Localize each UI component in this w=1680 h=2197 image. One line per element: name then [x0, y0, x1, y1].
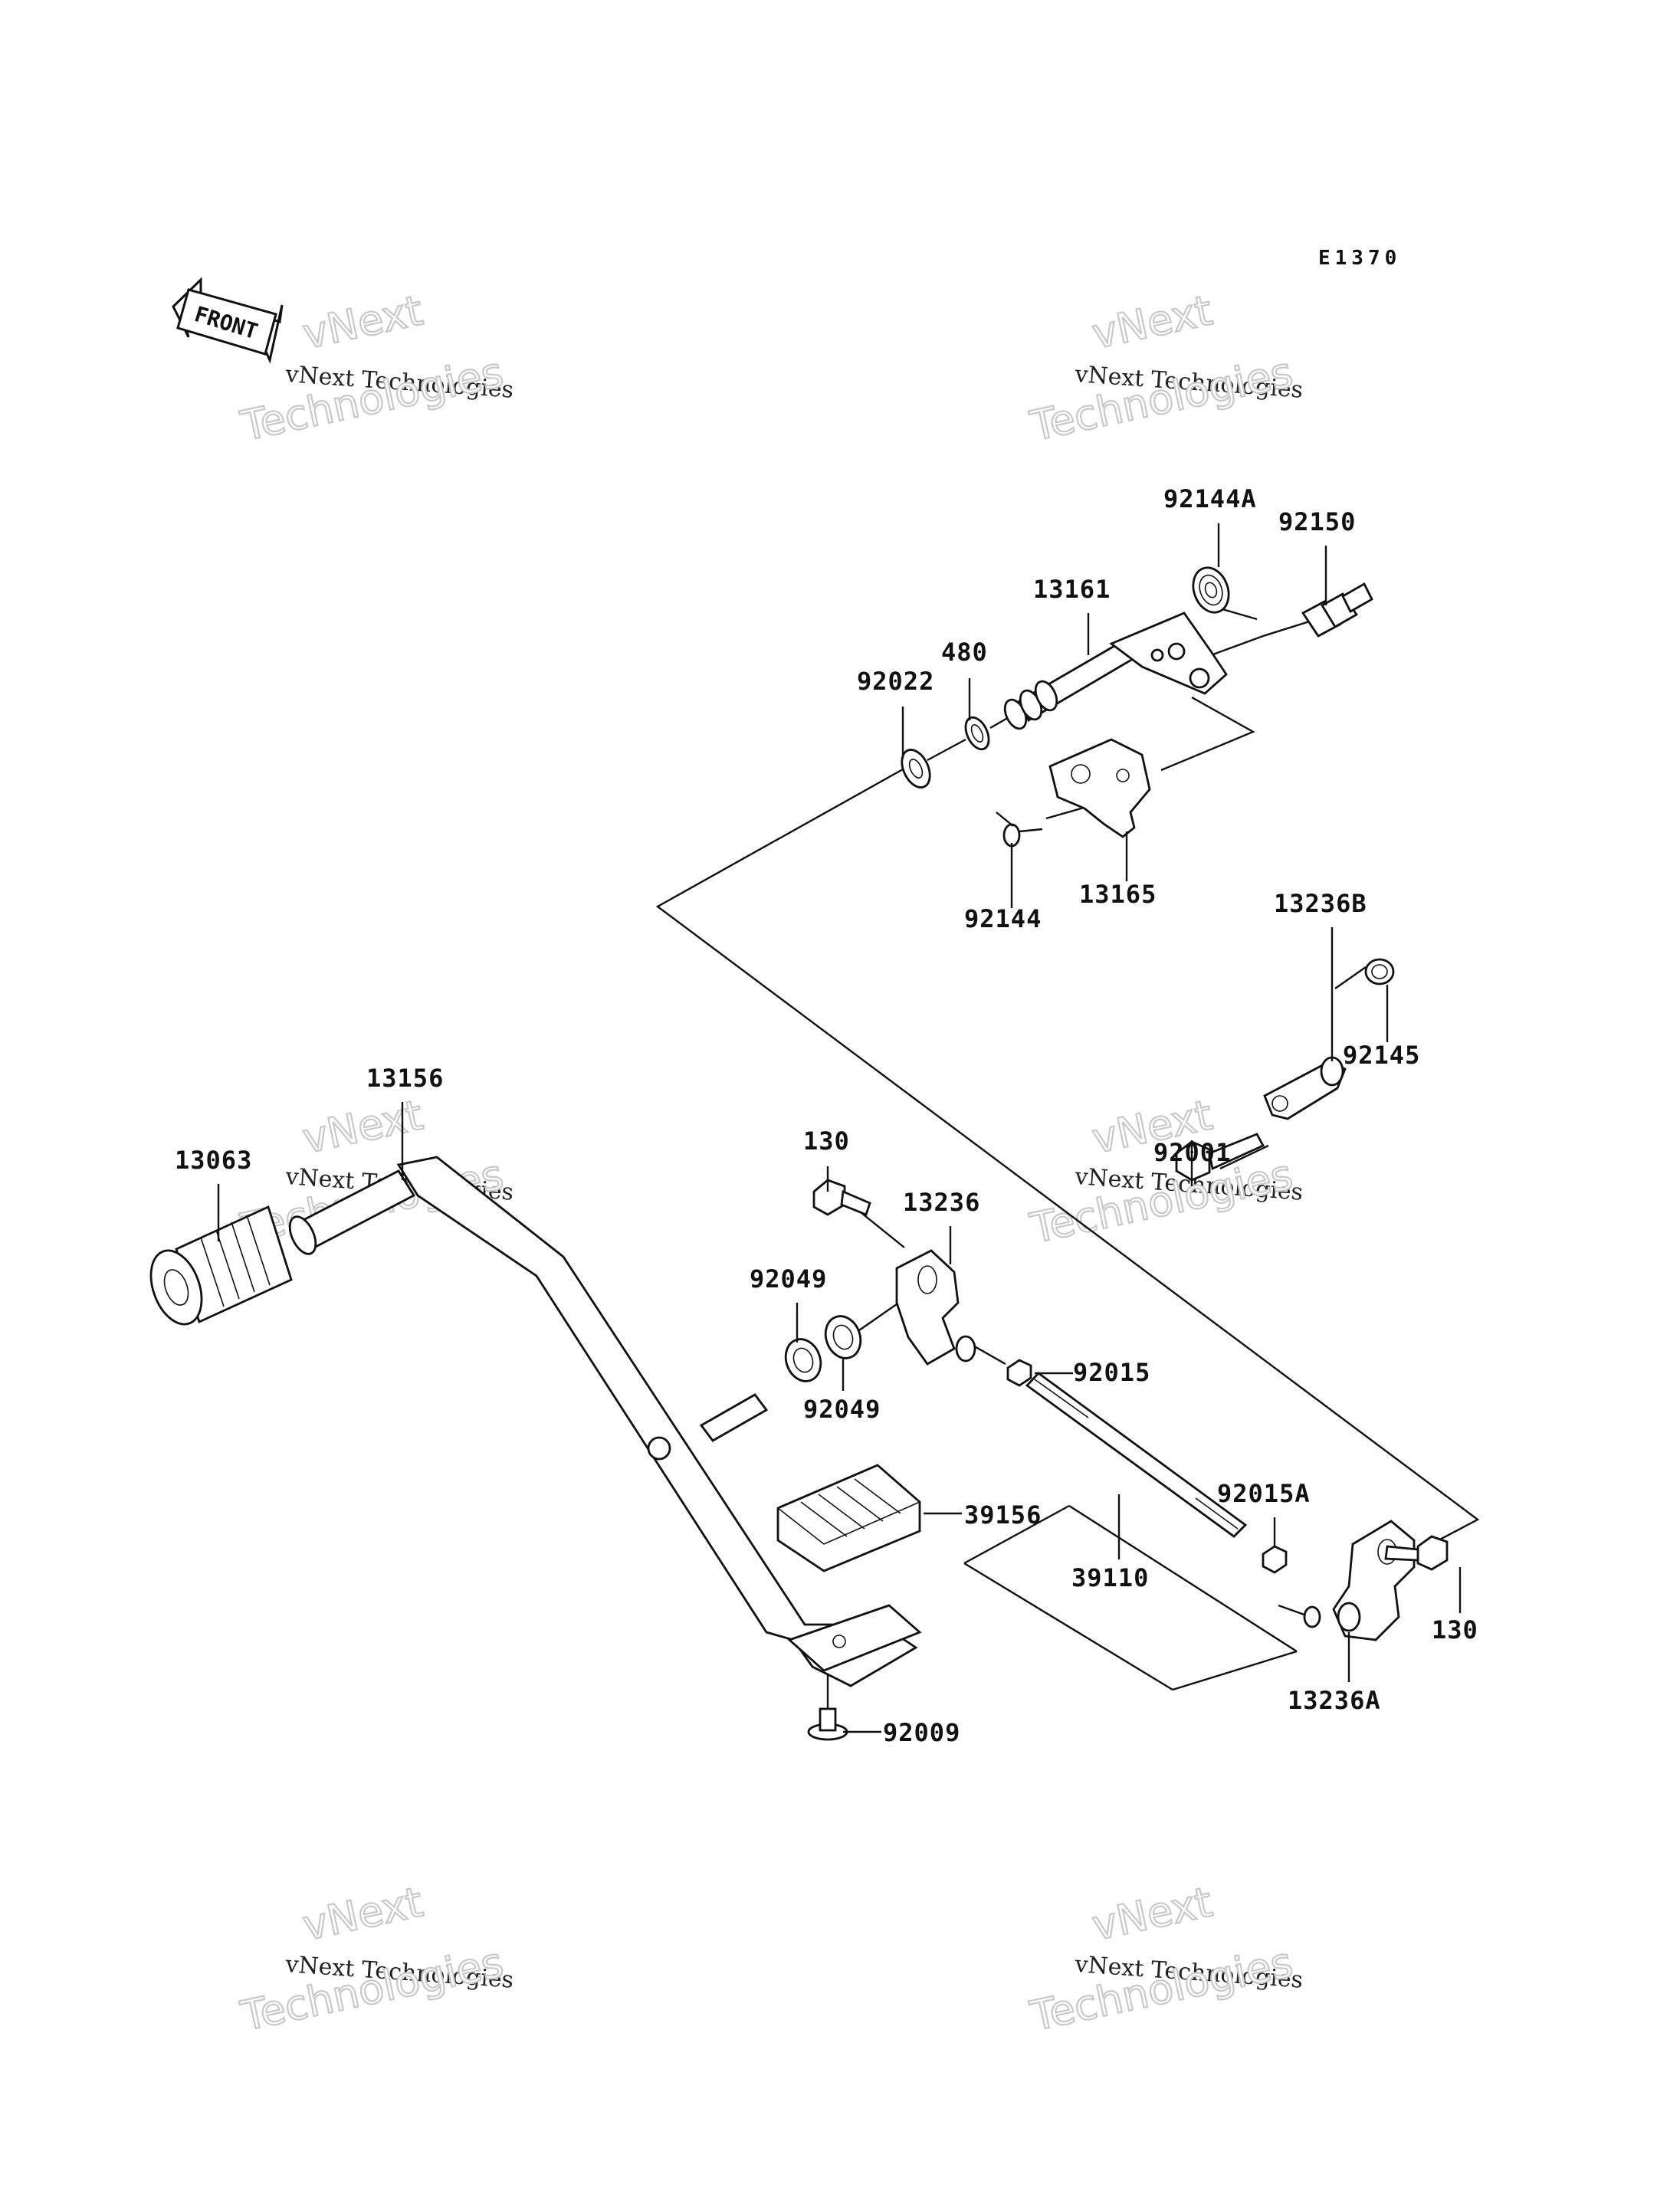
label-13063: 13063: [175, 1146, 252, 1175]
label-92150: 92150: [1278, 507, 1356, 536]
label-13236B: 13236B: [1274, 889, 1367, 918]
pin-bolt-92150: [1301, 582, 1373, 638]
svg-text:Technologies: Technologies: [1026, 348, 1297, 451]
label-13161: 13161: [1033, 575, 1111, 604]
svg-text:Technologies: Technologies: [237, 348, 507, 451]
front-arrow-icon: FRONT: [172, 277, 284, 364]
spring-92145: [1364, 958, 1395, 985]
watermark-top-left: vNext vNext Technologies Technologies: [236, 285, 515, 451]
label-13236: 13236: [903, 1188, 980, 1217]
spring-92144A: [1192, 566, 1258, 621]
svg-text:vNext: vNext: [1088, 1877, 1216, 1949]
foot-rubber-13063: [149, 1205, 293, 1326]
label-13236A: 13236A: [1288, 1686, 1381, 1715]
oil-seal-92049-a: [784, 1338, 822, 1382]
lever-13236B: [1263, 1056, 1347, 1120]
shift-shaft-13161: [1003, 612, 1228, 730]
tie-rod-39110: [1025, 1372, 1248, 1538]
label-92009: 92009: [883, 1718, 960, 1747]
svg-text:vNext: vNext: [299, 286, 427, 358]
watermark-top-right: vNext vNext Technologies Technologies: [1025, 285, 1304, 451]
washer-92022: [901, 749, 931, 789]
label-92001: 92001: [1153, 1138, 1231, 1167]
label-92145: 92145: [1343, 1041, 1420, 1070]
oil-seal-92049-b: [824, 1315, 862, 1359]
label-92144: 92144: [964, 904, 1042, 933]
label-13165: 13165: [1079, 880, 1157, 909]
bolt-130-upper: [812, 1179, 871, 1216]
svg-text:vNext: vNext: [299, 1090, 427, 1162]
svg-text:Technologies: Technologies: [237, 1938, 507, 2041]
nut-92015: [1006, 1359, 1032, 1387]
label-92022: 92022: [857, 667, 934, 696]
label-13156: 13156: [366, 1064, 444, 1093]
shift-lever-13236: [895, 1249, 976, 1366]
svg-text:vNext: vNext: [1088, 286, 1216, 358]
label-39110: 39110: [1071, 1563, 1149, 1592]
svg-text:vNext: vNext: [1088, 1090, 1216, 1162]
label-130-upper: 130: [803, 1126, 850, 1156]
watermark-mid-right: vNext vNext Technologies Technologies: [1025, 1090, 1304, 1254]
label-leaders: [217, 523, 1462, 1733]
label-92049-lower: 92049: [803, 1395, 881, 1424]
sheet-code: E1370: [1318, 247, 1401, 270]
label-92015: 92015: [1073, 1358, 1150, 1387]
label-92144A: 92144A: [1163, 484, 1257, 513]
screw-92009: [807, 1707, 848, 1741]
watermark-bottom-left: vNext vNext Technologies Technologies: [236, 1877, 515, 2041]
pedal-pad-39156: [776, 1464, 921, 1572]
circlip-480: [964, 716, 990, 751]
svg-text:vNext: vNext: [299, 1877, 427, 1949]
spring-92144: [996, 812, 1043, 848]
watermark-bottom-right: vNext vNext Technologies Technologies: [1025, 1877, 1304, 2041]
shift-lever-13236A: [1303, 1520, 1416, 1641]
svg-text:Technologies: Technologies: [1026, 1938, 1297, 2041]
shift-plate-13165: [1048, 738, 1151, 838]
label-130-lower: 130: [1432, 1615, 1478, 1644]
label-92015A: 92015A: [1217, 1479, 1311, 1508]
label-92049-upper: 92049: [750, 1264, 827, 1294]
shift-pedal-13156: [288, 1156, 922, 1687]
label-39156: 39156: [964, 1500, 1042, 1530]
bolt-130-lower: [1384, 1535, 1449, 1571]
label-480: 480: [941, 638, 988, 667]
nut-92015A: [1262, 1545, 1288, 1574]
